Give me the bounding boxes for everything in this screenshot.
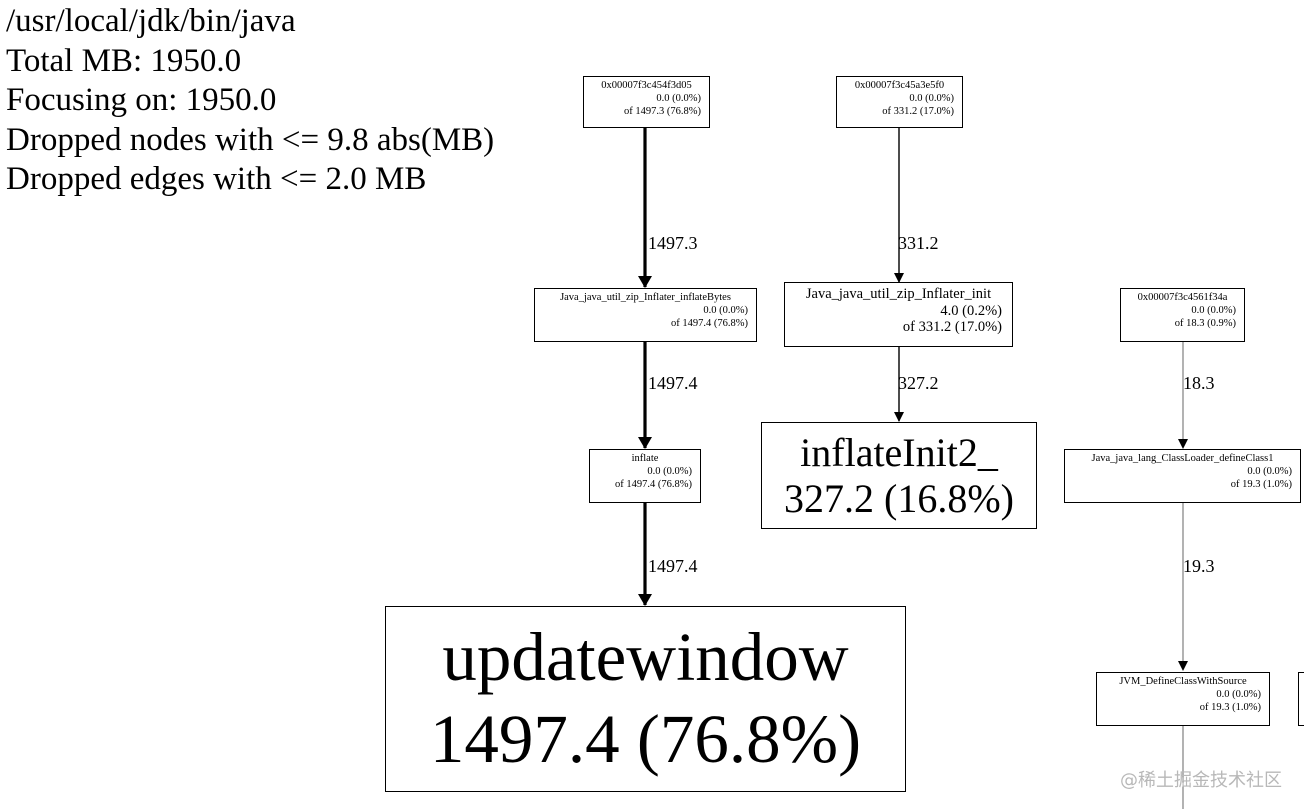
- node-flat: 0.0 (0.0%): [1216, 689, 1261, 700]
- graph-node[interactable]: 0x00007f3c4561f34a 0.0 (0.0%) of 18.3 (0…: [1120, 288, 1245, 342]
- graph-node[interactable]: inflateInit2_ 327.2 (16.8%): [761, 422, 1037, 529]
- clipped-graph-node: [1298, 672, 1304, 726]
- edge-label-n3-n6: 1497.4: [648, 373, 698, 393]
- node-name: 0x00007f3c454f3d05: [601, 80, 692, 91]
- edge-label-n2-n4: 331.2: [898, 233, 939, 253]
- header-dropped-edges: Dropped edges with <= 2.0 MB: [6, 161, 427, 197]
- edge-label-n6-n9: 1497.4: [648, 556, 698, 576]
- node-name: Java_java_util_zip_Inflater_init: [805, 286, 992, 302]
- header-focusing-on: Focusing on: 1950.0: [6, 82, 277, 118]
- graph-node[interactable]: Java_java_util_zip_Inflater_inflateBytes…: [534, 288, 757, 342]
- node-cum: of 1497.4 (76.8%): [615, 479, 692, 490]
- node-name: JVM_DefineClassWithSource: [1119, 676, 1247, 687]
- node-cum: of 19.3 (1.0%): [1199, 702, 1261, 713]
- graph-node[interactable]: 0x00007f3c454f3d05 0.0 (0.0%) of 1497.3 …: [583, 76, 710, 128]
- node-value: 1497.4 (76.8%): [429, 701, 862, 777]
- graph-node[interactable]: updatewindow 1497.4 (76.8%): [385, 606, 906, 792]
- node-name: Java_java_lang_ClassLoader_defineClass1: [1091, 453, 1274, 464]
- node-name: 0x00007f3c4561f34a: [1137, 292, 1228, 303]
- header-binary-path: /usr/local/jdk/bin/java: [6, 3, 296, 39]
- edge-label-n1-n3: 1497.3: [648, 233, 698, 253]
- node-name: 0x00007f3c45a3e5f0: [854, 80, 945, 91]
- profile-header: /usr/local/jdk/bin/java Total MB: 1950.0…: [6, 2, 494, 200]
- graph-node[interactable]: JVM_DefineClassWithSource 0.0 (0.0%) of …: [1096, 672, 1270, 726]
- node-cum: of 1497.4 (76.8%): [671, 318, 748, 329]
- node-cum: of 331.2 (17.0%): [882, 106, 954, 117]
- graph-node[interactable]: inflate 0.0 (0.0%) of 1497.4 (76.8%): [589, 449, 701, 503]
- graph-node[interactable]: Java_java_lang_ClassLoader_defineClass1 …: [1064, 449, 1301, 503]
- node-name: inflateInit2_: [800, 430, 998, 475]
- node-flat: 4.0 (0.2%): [940, 302, 1002, 319]
- node-name: updatewindow: [442, 619, 849, 695]
- header-dropped-nodes: Dropped nodes with <= 9.8 abs(MB): [6, 121, 495, 158]
- watermark-text: @稀土掘金技术社区: [1120, 770, 1282, 791]
- node-value: 327.2 (16.8%): [784, 476, 1014, 521]
- edge-label-n8-n10: 19.3: [1183, 556, 1215, 576]
- node-name: inflate: [631, 453, 659, 464]
- node-cum: of 1497.3 (76.8%): [624, 106, 701, 117]
- node-cum: of 19.3 (1.0%): [1230, 479, 1292, 490]
- node-name: Java_java_util_zip_Inflater_inflateBytes: [560, 292, 731, 303]
- edge-label-n5-n8: 18.3: [1183, 373, 1215, 393]
- graph-node[interactable]: 0x00007f3c45a3e5f0 0.0 (0.0%) of 331.2 (…: [836, 76, 963, 128]
- header-total-mb: Total MB: 1950.0: [6, 42, 242, 79]
- node-cum: of 331.2 (17.0%): [902, 319, 1002, 335]
- node-flat: 0.0 (0.0%): [909, 93, 954, 104]
- node-cum: of 18.3 (0.9%): [1174, 318, 1236, 329]
- node-flat: 0.0 (0.0%): [647, 466, 692, 477]
- node-flat: 0.0 (0.0%): [703, 305, 748, 316]
- edge-label-n4-n7: 327.2: [898, 373, 939, 393]
- node-flat: 0.0 (0.0%): [1247, 466, 1292, 477]
- node-flat: 0.0 (0.0%): [1191, 305, 1236, 316]
- graph-node[interactable]: Java_java_util_zip_Inflater_init 4.0 (0.…: [784, 282, 1013, 347]
- node-flat: 0.0 (0.0%): [656, 93, 701, 104]
